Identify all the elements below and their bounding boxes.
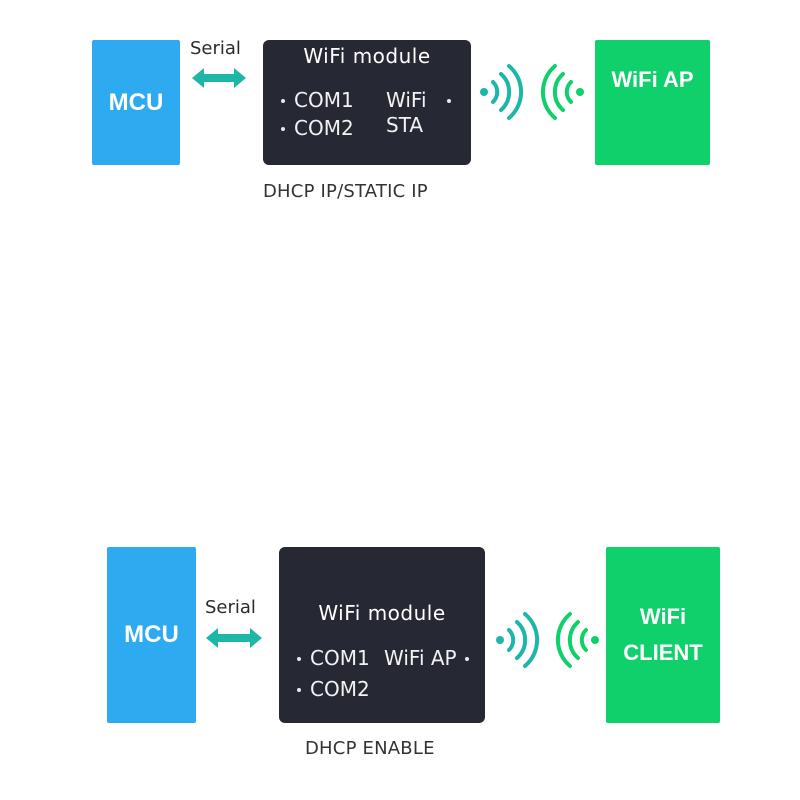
top-peer-label: WiFi AP — [611, 67, 694, 92]
top-com1-bullet — [281, 99, 285, 103]
top-com2-label: COM2 — [294, 116, 354, 140]
top-mode-line2: STA — [386, 113, 424, 137]
top-serial-double-arrow-icon — [192, 68, 246, 88]
top-serial-label: Serial — [190, 38, 241, 59]
bottom-mcu-label: MCU — [124, 621, 179, 648]
bottom-mcu-box: MCU — [107, 547, 196, 723]
top-wifi-ap-box: WiFi AP — [595, 40, 710, 165]
bottom-peer-wifi-signal-icon — [555, 612, 599, 668]
bottom-com2-label: COM2 — [310, 677, 370, 701]
top-mcu-box: MCU — [92, 40, 180, 165]
top-wifi-module-box: WiFi module COM1 COM2 WiFi STA — [263, 40, 471, 165]
top-mode-line1: WiFi — [386, 88, 427, 112]
top-mcu-label: MCU — [108, 88, 164, 116]
bottom-mode-bullet — [465, 657, 469, 661]
bottom-wifi-module-box: WiFi module COM1 COM2 WiFi AP — [279, 547, 485, 723]
top-mode-bullet — [447, 99, 451, 103]
bottom-module-wifi-signal-icon — [496, 612, 540, 668]
top-module-wifi-signal-icon — [480, 64, 524, 120]
top-com1-label: COM1 — [294, 88, 354, 112]
bottom-wifi-client-box: WiFi CLIENT — [606, 547, 720, 723]
bottom-com1-bullet — [297, 657, 301, 661]
bottom-caption: DHCP ENABLE — [305, 738, 435, 759]
bottom-com2-bullet — [297, 688, 301, 692]
bottom-com1-label: COM1 — [310, 646, 370, 670]
top-com2-bullet — [281, 127, 285, 131]
bottom-serial-double-arrow-icon — [206, 628, 262, 648]
top-module-title: WiFi module — [303, 44, 431, 68]
top-peer-wifi-signal-icon — [540, 64, 584, 120]
bottom-serial-label: Serial — [205, 597, 256, 618]
top-caption: DHCP IP/STATIC IP — [263, 181, 428, 202]
bottom-peer-label: WiFi CLIENT — [623, 604, 703, 665]
bottom-module-title: WiFi module — [318, 601, 446, 625]
bottom-mode-line1: WiFi AP — [384, 646, 457, 670]
